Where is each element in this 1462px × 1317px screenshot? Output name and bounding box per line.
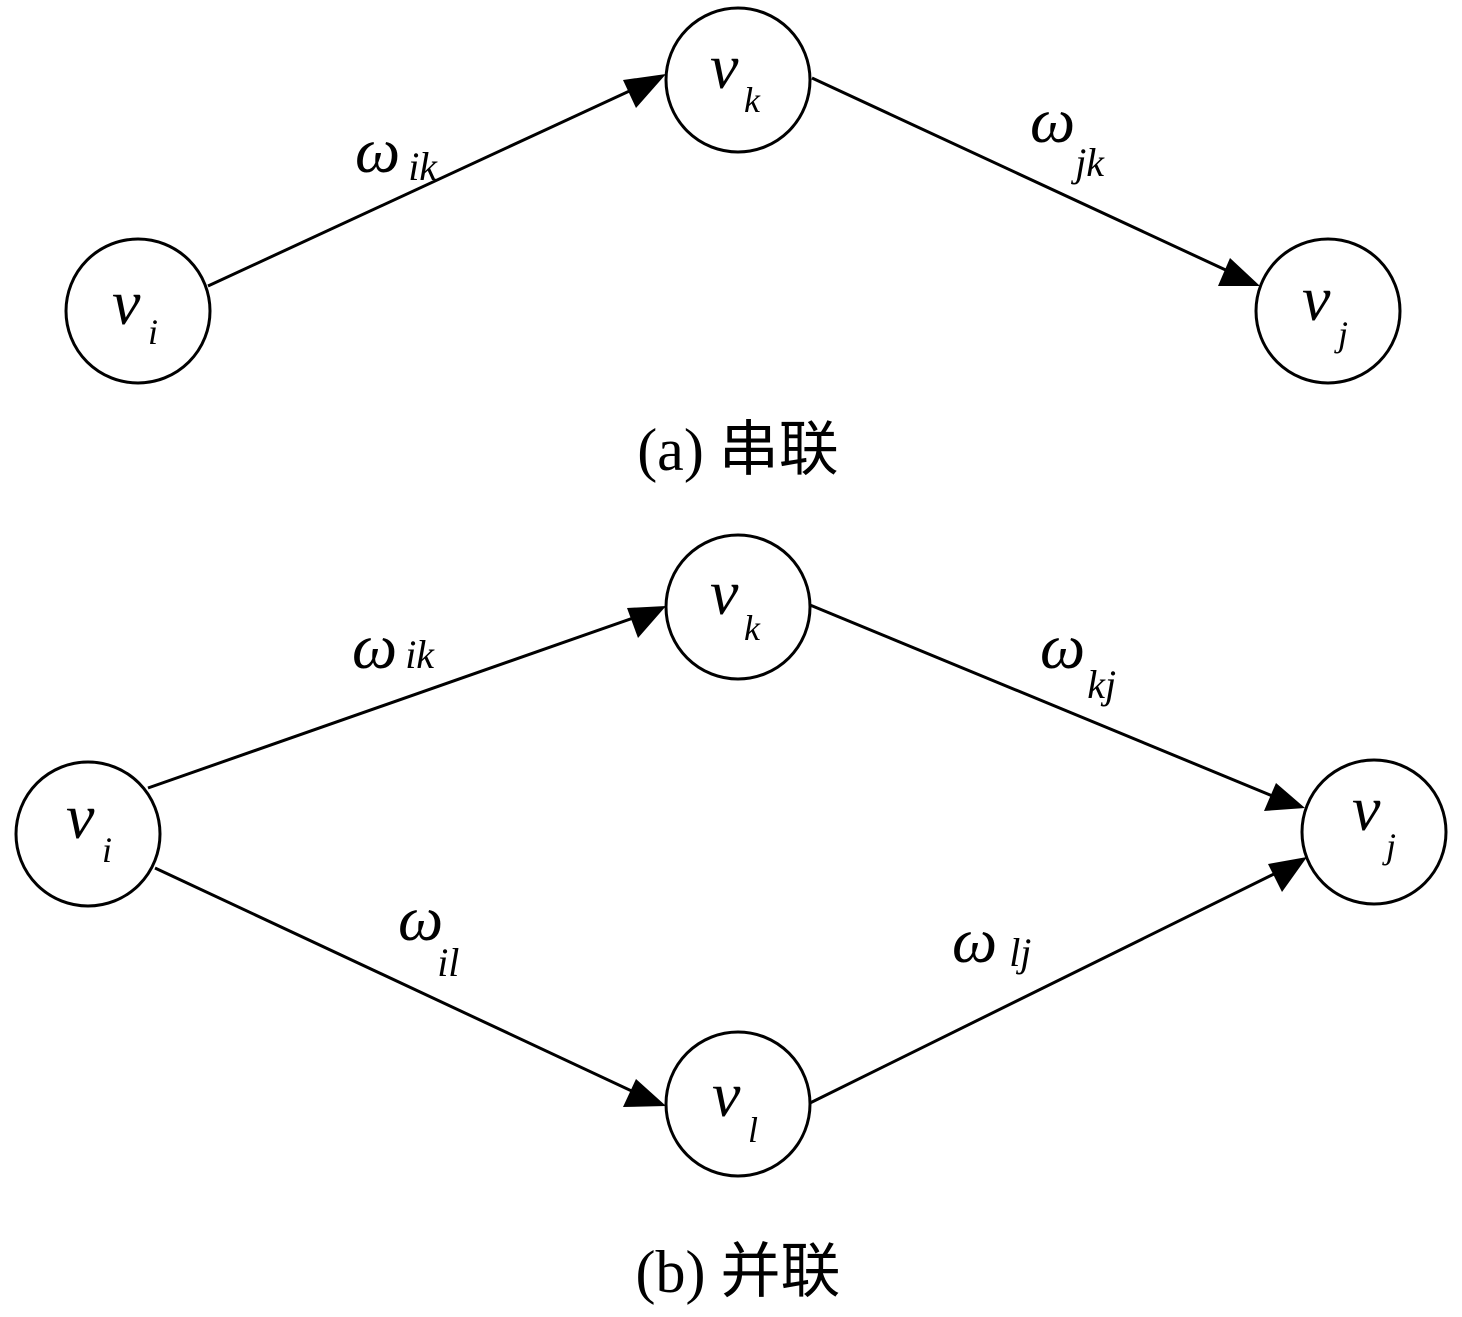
svg-text:v: v bbox=[710, 31, 739, 102]
svg-text:v: v bbox=[1352, 773, 1381, 844]
svg-text:l: l bbox=[748, 1110, 758, 1150]
svg-text:v: v bbox=[112, 267, 141, 338]
edge-ik-series bbox=[207, 74, 666, 288]
node-vk-parallel: v k bbox=[664, 533, 812, 681]
edge-kj-parallel bbox=[809, 603, 1305, 811]
svg-text:v: v bbox=[712, 1059, 741, 1130]
edge-label-kj-parallel: ωkj bbox=[1040, 611, 1116, 707]
edge-lj-parallel bbox=[809, 857, 1307, 1105]
caption-series: (a) 串联 bbox=[637, 417, 839, 483]
svg-text:k: k bbox=[744, 80, 761, 120]
svg-text:k: k bbox=[744, 608, 761, 648]
svg-text:v: v bbox=[1302, 263, 1331, 334]
edge-label-jk-series: ωjk bbox=[1030, 85, 1105, 185]
node-vj-series: v j bbox=[1254, 237, 1402, 385]
svg-text:i: i bbox=[148, 312, 158, 352]
svg-text:i: i bbox=[102, 830, 112, 870]
svg-text:v: v bbox=[66, 781, 95, 852]
node-vl-parallel: v l bbox=[664, 1030, 812, 1178]
svg-text:j: j bbox=[1382, 826, 1396, 866]
caption-parallel: (b) 并联 bbox=[636, 1239, 841, 1305]
node-vi-parallel: v i bbox=[14, 760, 162, 908]
node-vk-series: v k bbox=[664, 6, 812, 154]
edge-il-parallel bbox=[154, 866, 666, 1107]
edge-ik-parallel bbox=[147, 606, 666, 790]
edge-jk-series bbox=[811, 76, 1260, 286]
svg-text:j: j bbox=[1334, 314, 1348, 354]
node-vj-parallel: v j bbox=[1300, 758, 1448, 906]
node-vi-series: v i bbox=[64, 237, 212, 385]
svg-text:v: v bbox=[710, 557, 739, 628]
